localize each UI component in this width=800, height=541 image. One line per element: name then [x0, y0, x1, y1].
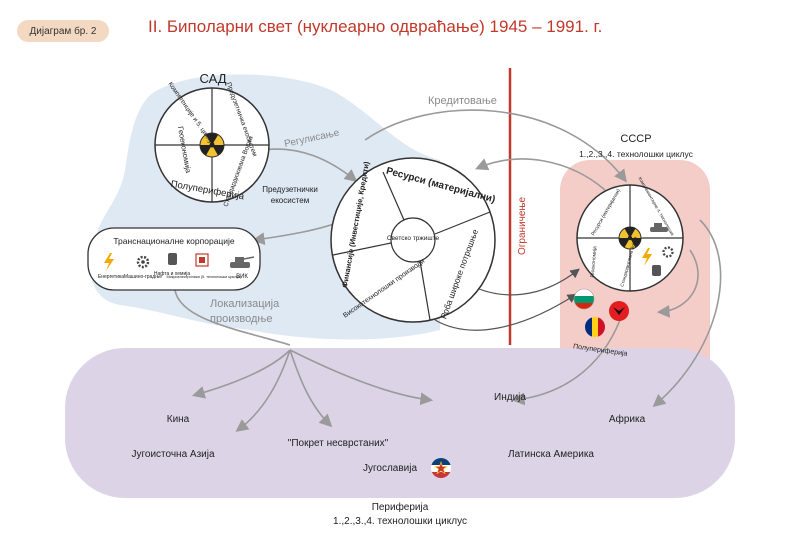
oil-barrel-icon [168, 253, 177, 265]
tank-icon [230, 256, 255, 268]
periphery-sublabel: 1.,2.,3.,4. технолошки циклус [333, 516, 467, 527]
page-title: II. Биполарни свет (нуклеарно одвраћање)… [148, 17, 603, 36]
market-divider-2 [434, 211, 491, 235]
ussr-to-africa-arrow [652, 219, 722, 408]
place-non-aligned: "Покрет несврстаних" [288, 438, 389, 449]
to-india-arrow [289, 349, 434, 406]
periphery-label: Периферија [372, 501, 429, 513]
market-divider-3 [419, 260, 431, 321]
bulgaria-flag-icon [573, 288, 595, 310]
microchip-icon [195, 253, 209, 267]
to-china-arrow [191, 349, 291, 399]
usa-nuclear-icon [199, 132, 225, 158]
ussr-gear-icon [662, 246, 674, 258]
energy-icon [104, 253, 114, 271]
ecosystem-label-line1: Предузетнички [262, 185, 318, 194]
corp-vik: ВИК [236, 274, 248, 280]
ussr-energy-icon [642, 248, 652, 266]
to-sea-arrow [235, 349, 291, 432]
corp-energy: Енергетика [98, 274, 124, 280]
localization-label-line2: производње [210, 313, 272, 325]
corporations-title: Транснационалне корпорације [113, 236, 235, 246]
ecosystem-label-line2: екосистем [271, 196, 309, 205]
periphery-zone [65, 348, 735, 498]
corp-microelectronics: Микроелектроника (5. технолошки циклус) [167, 275, 243, 279]
place-africa: Африка [609, 413, 646, 425]
ussr-nuclear-icon [618, 226, 642, 250]
ussr-tank-icon [650, 223, 668, 232]
place-china: Кина [167, 414, 190, 425]
ussr-to-india-arrow [511, 319, 621, 406]
ussr-sublabel: 1.,2.,3.,4. технолошки циклус [579, 149, 694, 159]
albania-flag-icon [609, 301, 629, 321]
yugoslavia-flag-icon [431, 458, 451, 478]
diagram-number-badge: Дијаграм бр. 2 [17, 20, 109, 42]
regulation-arrow [261, 148, 358, 182]
restriction-label: Ограничење [517, 196, 528, 255]
ussr-label: СССР [620, 133, 651, 145]
corp-oil: Нафта и хемија [154, 271, 191, 277]
localization-stem [174, 289, 291, 346]
market-divider-1 [382, 171, 405, 221]
to-nam-arrow [289, 349, 333, 428]
crediting-label: Кредитовање [428, 95, 497, 107]
usa-label: САД [199, 71, 226, 86]
ussr-to-market-arrow [475, 158, 606, 191]
crediting-arrow [364, 109, 627, 183]
market-to-ussr-arrow-2 [469, 268, 580, 296]
market-to-ussr-arrow [434, 293, 578, 331]
place-southeast-asia: Југоисточна Азија [131, 449, 215, 460]
romania-flag-icon [585, 317, 605, 337]
place-india: Индија [494, 392, 526, 403]
place-yugoslavia: Југославија [363, 463, 418, 474]
ussr-seg-geoeconomy: Геоекономија [590, 246, 599, 278]
localization-label-line1: Локализација [210, 298, 280, 310]
corp-machine: Машино-градње [124, 274, 162, 280]
ussr-oil-barrel-icon [652, 265, 661, 276]
gear-icon [136, 255, 150, 269]
market-center [390, 217, 436, 263]
market-divider-4 [332, 242, 392, 256]
ussr-loop-arrow [656, 249, 699, 318]
place-latin-america: Латинска Америка [508, 449, 594, 460]
market-center-label: Светско тржиште [387, 235, 440, 242]
